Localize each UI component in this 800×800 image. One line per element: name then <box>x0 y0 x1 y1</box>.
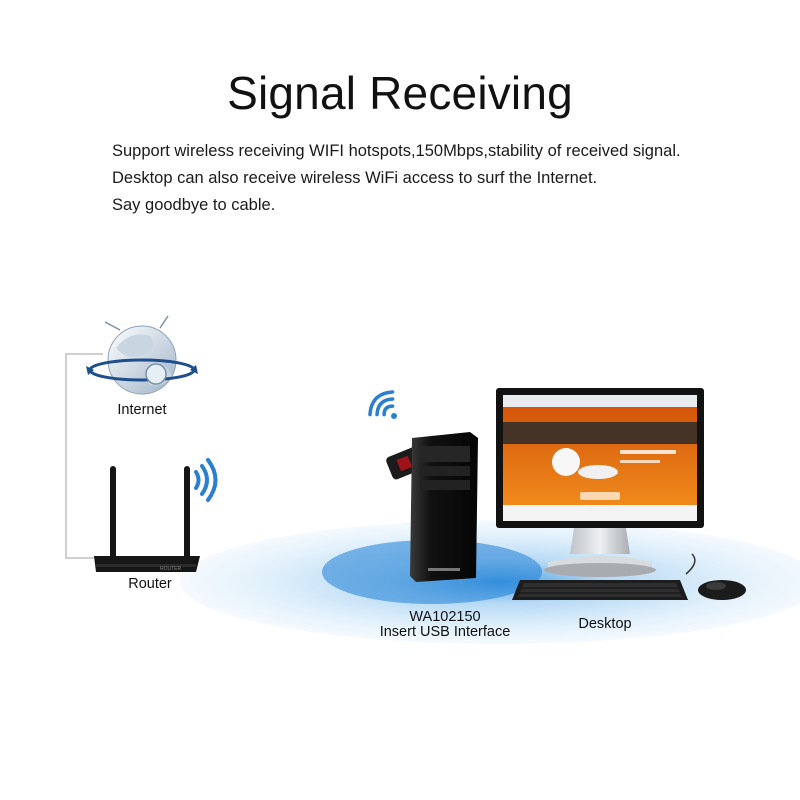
adapter-model: WA102150 <box>409 609 481 625</box>
description-line-1: Support wireless receiving WIFI hotspots… <box>112 142 681 160</box>
keyboard-icon <box>512 580 688 600</box>
description: Support wireless receiving WIFI hotspots… <box>112 138 772 219</box>
pc-tower-icon <box>410 432 478 582</box>
description-line-3: Say goodbye to cable. <box>112 196 276 214</box>
wifi-signal-icon <box>194 458 218 502</box>
adapter-caption: Insert USB Interface <box>379 624 511 640</box>
network-illustration: ROUTER <box>65 315 800 644</box>
monitor-icon <box>496 388 704 577</box>
mouse-icon <box>685 553 746 600</box>
adapter-label: WA102150 Insert USB Interface <box>360 610 530 640</box>
desktop-label: Desktop <box>578 616 632 632</box>
description-line-2: Desktop can also receive wireless WiFi a… <box>112 169 598 187</box>
wifi-signal-icon <box>368 390 397 419</box>
network-diagram: ROUTER <box>0 300 800 660</box>
router-icon: ROUTER <box>94 466 200 572</box>
connection-line <box>65 353 103 559</box>
router-label: Router <box>128 576 172 592</box>
svg-text:ROUTER: ROUTER <box>160 566 182 572</box>
globe-icon <box>86 315 198 395</box>
page-title: Signal Receiving <box>227 67 573 119</box>
internet-label: Internet <box>117 402 167 418</box>
